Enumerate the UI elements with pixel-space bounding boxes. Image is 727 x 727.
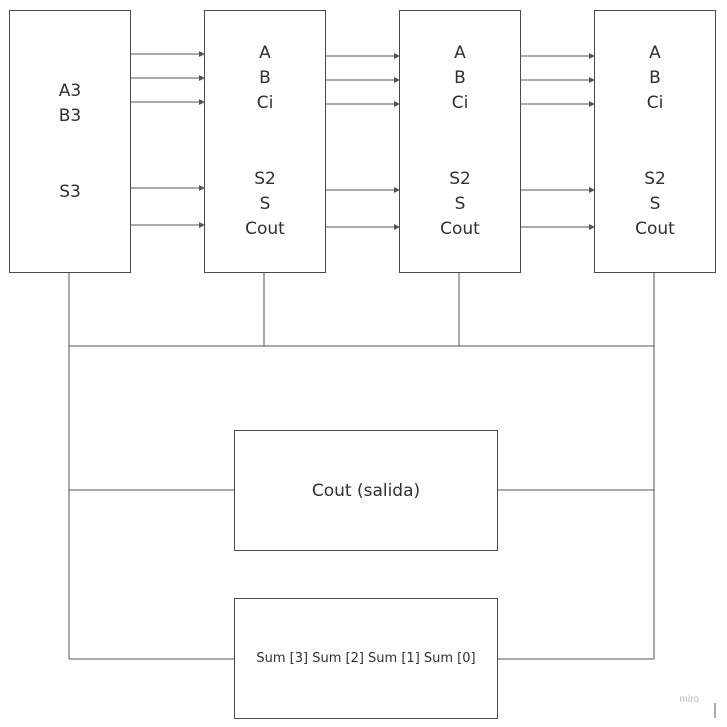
block-label-s3: S3 [59,182,81,202]
block-label-a: A [649,43,661,63]
block-label-cout: Cout [245,219,285,239]
block-label-a: A [259,43,271,63]
block-label-b: B [649,68,661,88]
full-adder-block-3[interactable]: A B Ci S2 S Cout [594,10,716,273]
block-label-s: S [649,194,661,214]
full-adder-block-2[interactable]: A B Ci S2 S Cout [399,10,521,273]
block-label-cout: Cout [440,219,480,239]
miro-watermark: miro [679,694,699,705]
block-label-s: S [259,194,271,214]
block-a3-b3[interactable]: A3 B3 S3 [9,10,131,273]
sum-output-label: Sum [3] Sum [2] Sum [1] Sum [0] [256,651,476,666]
full-adder-block-1[interactable]: A B Ci S2 S Cout [204,10,326,273]
block-label-cout: Cout [635,219,675,239]
block-label-s2: S2 [254,169,276,189]
block-label-ci: Ci [646,93,664,113]
block-label-b: B [259,68,271,88]
block-label-s: S [454,194,466,214]
block-label-s2: S2 [644,169,666,189]
block-label-ci: Ci [451,93,469,113]
cout-output-box[interactable]: Cout (salida) [234,430,498,551]
block-label-s2: S2 [449,169,471,189]
block-label-b: B [454,68,466,88]
block-label-a: A [454,43,466,63]
block-label-b3: B3 [58,106,82,126]
sum-output-box[interactable]: Sum [3] Sum [2] Sum [1] Sum [0] [234,598,498,719]
cout-output-label: Cout (salida) [311,481,421,501]
block-label-a3: A3 [58,81,82,101]
block-label-ci: Ci [256,93,274,113]
